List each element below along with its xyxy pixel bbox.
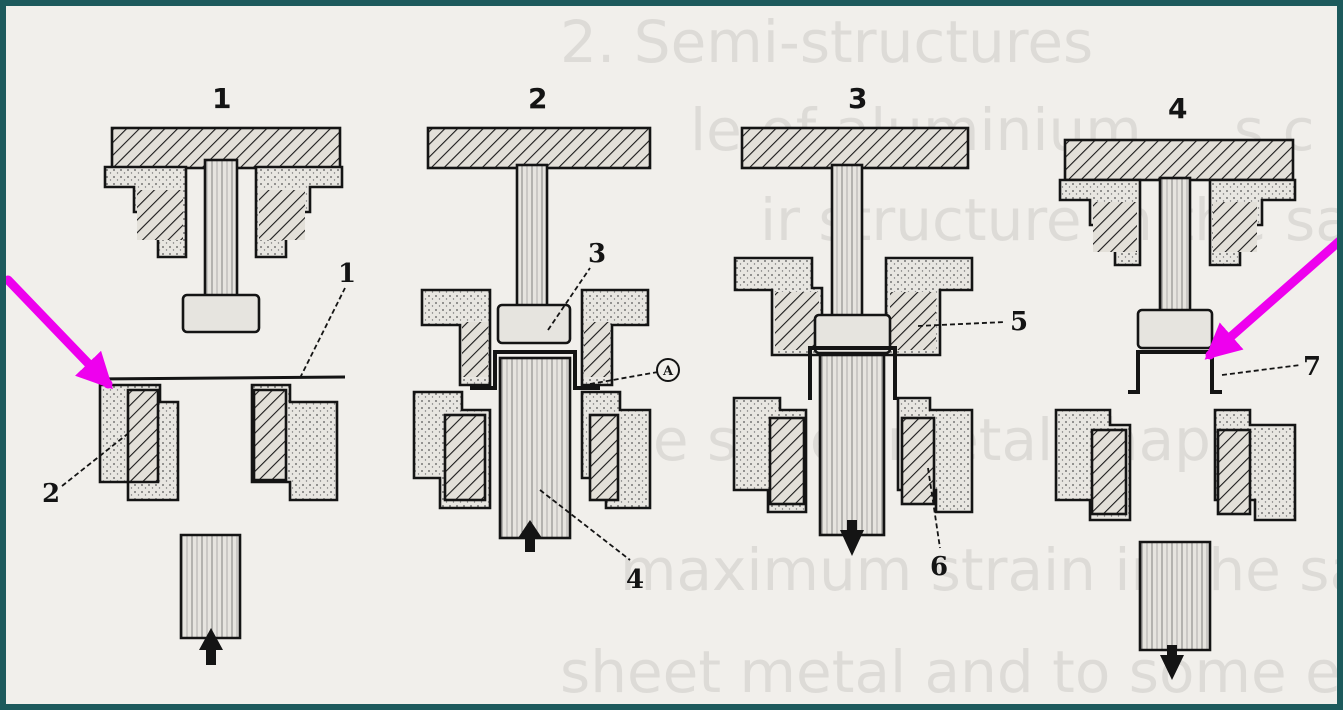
drawn-cup: [1128, 350, 1222, 394]
holder-hatch: [1093, 202, 1137, 252]
leader-line: [589, 371, 659, 385]
stage-number: 1: [212, 82, 231, 115]
drawn-cup: [470, 350, 600, 390]
ghost-line: maximum strain in the sa: [620, 536, 1337, 604]
punch-head: [181, 293, 261, 334]
ghost-line: 2. Semi-structures: [560, 8, 1093, 76]
punch-head: [496, 303, 572, 345]
ram-plate: [740, 126, 970, 170]
punch-shaft: [515, 163, 549, 317]
part-label-cup: 7: [1303, 352, 1321, 382]
punch-shaft: [830, 163, 864, 327]
punch-head: [1136, 308, 1214, 350]
holder-hatch: [1213, 202, 1257, 252]
leader-line: [539, 489, 631, 561]
part-label-ejector: 4: [626, 565, 644, 595]
part-label-strip: 1: [338, 259, 356, 289]
die-liner: [900, 416, 936, 506]
ejector-top: [179, 533, 242, 640]
drawn-cup: [808, 346, 897, 400]
holder-hatch: [259, 190, 305, 240]
part-label-mark: A: [662, 364, 674, 379]
holder-hatch: [584, 322, 610, 377]
ejector-bottom: [1138, 540, 1212, 652]
part-label-punch-head: 3: [588, 239, 606, 269]
punch-head: [813, 313, 892, 355]
stage-1: 1 1 2: [42, 82, 356, 665]
ejector-sleeve: [818, 353, 886, 537]
holder-hatch: [462, 322, 488, 377]
die-liner: [443, 413, 487, 502]
part-label-stripper: 5: [1010, 307, 1028, 337]
deep-drawing-diagram: 2. Semi-structures le of aluminium ... s…: [6, 8, 1337, 704]
stage-3: 3 5 6: [732, 82, 1028, 582]
down-arrow: [840, 520, 864, 556]
background-text: 2. Semi-structures le of aluminium ... s…: [560, 8, 1337, 704]
ghost-line: sheet metal and to some extent: [560, 638, 1337, 704]
die-right-liner: [252, 388, 288, 482]
highlight-arrow-right: [1204, 237, 1337, 360]
leader-line: [917, 321, 1006, 327]
holder-hatch: [137, 190, 183, 240]
stage-number: 2: [528, 82, 547, 115]
leader-line: [547, 267, 591, 331]
holder-hatch: [890, 292, 936, 350]
up-arrow: [199, 628, 223, 665]
ejector-sleeve: [498, 356, 572, 540]
leader-line: [927, 467, 941, 549]
die-liner: [1090, 428, 1128, 516]
circled-mark: [656, 358, 680, 382]
down-arrow: [1160, 645, 1184, 680]
leader-line: [61, 431, 131, 487]
highlight-arrow-left: [6, 275, 113, 390]
up-arrow: [518, 520, 542, 552]
punch-shaft: [1158, 176, 1192, 320]
punch-shaft: [203, 158, 239, 307]
die-liner: [1216, 428, 1252, 516]
leader-line: [299, 287, 346, 379]
part-label-die: 2: [42, 479, 60, 509]
stage-4: 4 7: [1054, 92, 1321, 680]
leader-line: [1221, 364, 1301, 376]
die-liner: [768, 416, 806, 506]
stage-2: 2 3 A 4: [412, 82, 680, 595]
highlight-arrows: [6, 237, 1337, 390]
ram-plate: [426, 126, 652, 170]
stage-number: 4: [1168, 92, 1187, 125]
ram-plate: [1063, 138, 1295, 182]
die-left-liner: [126, 388, 160, 484]
holder-hatch: [775, 292, 819, 350]
stage-number: 3: [848, 82, 867, 115]
part-label-die-ring: 6: [930, 552, 948, 582]
sheet-blank: [89, 375, 346, 381]
die-liner: [588, 413, 620, 502]
slide-canvas: 2. Semi-structures le of aluminium ... s…: [6, 6, 1337, 704]
